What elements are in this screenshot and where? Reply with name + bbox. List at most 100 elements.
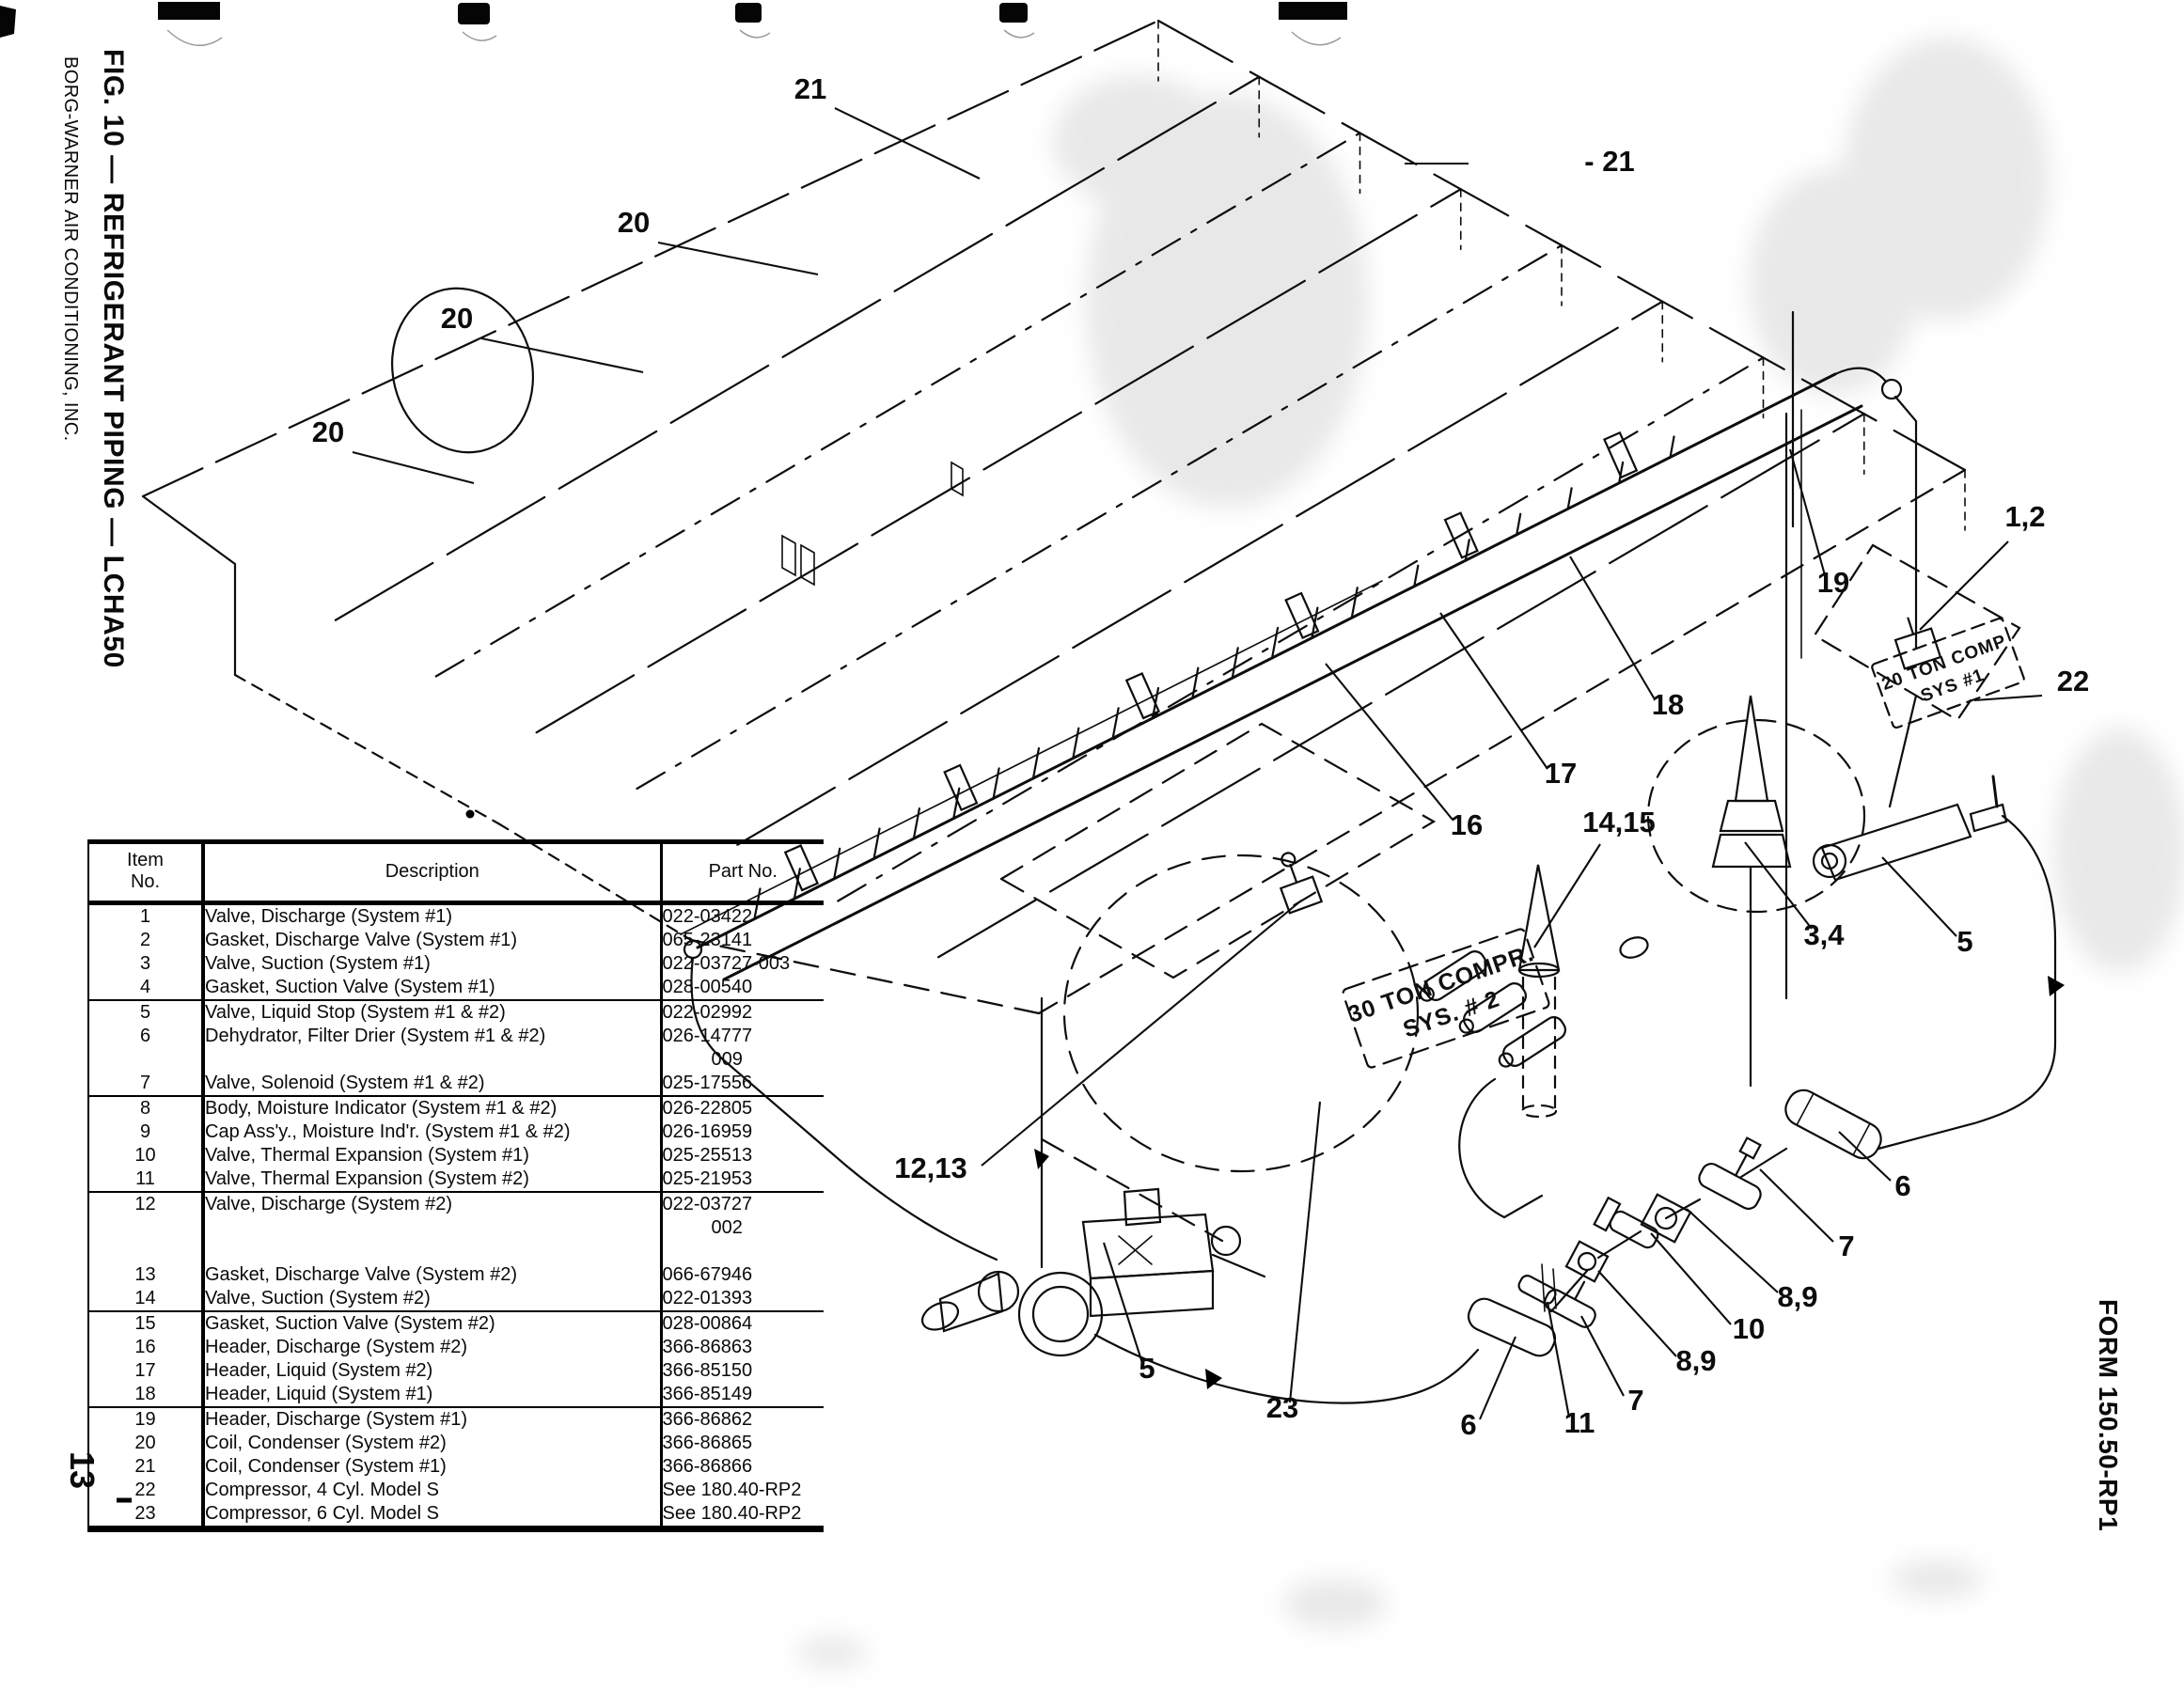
item-no-cell: 5 — [88, 999, 205, 1025]
label-20-ton-comp-sys1: 20 TON COMP SYS #1 — [1871, 617, 2025, 729]
callout-7: 7 — [1838, 1230, 1854, 1262]
leader-line — [1973, 694, 2043, 702]
leader-line — [1838, 1131, 1892, 1182]
callout-22: 22 — [2057, 665, 2089, 697]
callout-20: 20 — [618, 206, 650, 239]
part-no-cell: See 180.40-RP2 — [661, 1502, 824, 1529]
part-no-cell: 366-85150 — [661, 1359, 824, 1383]
leader-line — [480, 337, 644, 374]
description-cell: Coil, Condenser (System #1) — [203, 1455, 663, 1479]
part-no: 366-85149 — [662, 1384, 753, 1404]
part-no: 028-00864 — [662, 1313, 753, 1334]
part-no: 022-02992 — [662, 1002, 753, 1023]
photocopy-smudges — [796, 38, 2184, 1668]
figure-title: FIG. 10 — REFRIGERANT PIPING — LCHA50 — [98, 49, 129, 668]
callout-17: 17 — [1545, 757, 1577, 790]
part-no-cell: 022-03727 002 — [661, 1191, 824, 1263]
description-cell: Body, Moisture Indicator (System #1 & #2… — [203, 1095, 663, 1120]
item-no-cell: 17 — [88, 1359, 205, 1383]
part-no: 026-16959 — [662, 1121, 753, 1142]
callout-21: 21 — [794, 72, 826, 105]
item-no-cell: 10 — [88, 1144, 205, 1167]
callout-5: 5 — [1139, 1352, 1155, 1385]
leader-line — [1759, 1168, 1834, 1243]
description-cell: Valve, Suction (System #2) — [203, 1287, 663, 1311]
callout-5: 5 — [1956, 925, 1972, 958]
item-no-cell: 13 — [88, 1263, 205, 1287]
description-cell: Valve, Thermal Expansion (System #2) — [203, 1167, 663, 1192]
form-number: FORM 150.50-RP1 — [2094, 1299, 2123, 1532]
leader-line — [981, 900, 1302, 1167]
leader-line — [352, 450, 475, 485]
callout-8-9: 8,9 — [1777, 1280, 1817, 1313]
label-30-ton-comp-sys2: 30 TON COMPR. SYS. # 2 — [1342, 928, 1550, 1069]
leader-line — [1533, 843, 1601, 948]
punch-hole-arcs — [166, 29, 1342, 47]
description-cell: Valve, Liquid Stop (System #1 & #2) — [203, 999, 663, 1025]
description-cell: Dehydrator, Filter Drier (System #1 & #2… — [203, 1025, 663, 1072]
description-cell: Valve, Suction (System #1) — [203, 952, 663, 976]
description-cell: Coil, Condenser (System #2) — [203, 1432, 663, 1455]
callout-16: 16 — [1451, 808, 1483, 841]
description-cell: Header, Liquid (System #1) — [203, 1383, 663, 1407]
callout-23: 23 — [1266, 1391, 1298, 1424]
item-no-cell: 8 — [88, 1095, 205, 1120]
item-no-cell: 6 — [88, 1025, 205, 1072]
part-no-continued: 002 — [711, 1217, 743, 1238]
part-no-cell: 066-67946 — [661, 1263, 824, 1287]
part-no: 366-86865 — [662, 1433, 753, 1453]
part-no: 366-85150 — [662, 1360, 753, 1381]
leader-line — [1597, 1270, 1677, 1357]
description-cell: Gasket, Suction Valve (System #1) — [203, 976, 663, 1000]
header-assembly — [680, 367, 1918, 1261]
description-cell: Gasket, Suction Valve (System #2) — [203, 1310, 663, 1336]
header-part-no: Part No. — [661, 841, 824, 905]
item-no-cell: 23 — [88, 1502, 205, 1529]
description-cell: Header, Discharge (System #1) — [203, 1406, 663, 1432]
item-no-cell: 15 — [88, 1310, 205, 1336]
item-no-cell: 20 — [88, 1432, 205, 1455]
part-no: 025-17556 — [662, 1073, 753, 1093]
callout-3-4: 3,4 — [1803, 918, 1845, 951]
leader-line — [1325, 663, 1453, 821]
leader-line — [1288, 1101, 1322, 1403]
item-no-cell: 14 — [88, 1287, 205, 1311]
leader-line — [1686, 1208, 1779, 1293]
part-no: 026-22805 — [662, 1098, 753, 1119]
description-cell: Header, Liquid (System #2) — [203, 1359, 663, 1383]
leader-line — [1650, 1232, 1732, 1325]
leader-line — [1569, 556, 1656, 700]
description-cell: Gasket, Discharge Valve (System #2) — [203, 1263, 663, 1287]
callout-7: 7 — [1627, 1384, 1643, 1417]
leader-line — [834, 107, 981, 180]
item-no-cell: 7 — [88, 1072, 205, 1096]
part-no-cell: 065-23141 — [661, 929, 824, 952]
part-no: 022-03727 — [662, 1194, 753, 1214]
part-no: 065-23141 — [662, 930, 753, 950]
parts-table-header-row: Item No. Description Part No. — [88, 841, 824, 905]
description-cell: Header, Discharge (System #2) — [203, 1336, 663, 1359]
valves-and-piping — [920, 617, 2065, 1404]
part-no: 028-00540 — [662, 977, 753, 997]
part-no: 026-14777 — [662, 1026, 753, 1046]
part-no-cell: 022-03727-003 — [661, 952, 824, 976]
leader-line — [1479, 1336, 1516, 1420]
leader-line — [1439, 612, 1548, 770]
callout-12-13: 12,13 — [894, 1152, 967, 1184]
part-no-cell: 025-21953 — [661, 1167, 824, 1192]
callout-18: 18 — [1652, 688, 1684, 721]
description-cell: Valve, Solenoid (System #1 & #2) — [203, 1072, 663, 1096]
part-no-cell: 366-86865 — [661, 1432, 824, 1455]
